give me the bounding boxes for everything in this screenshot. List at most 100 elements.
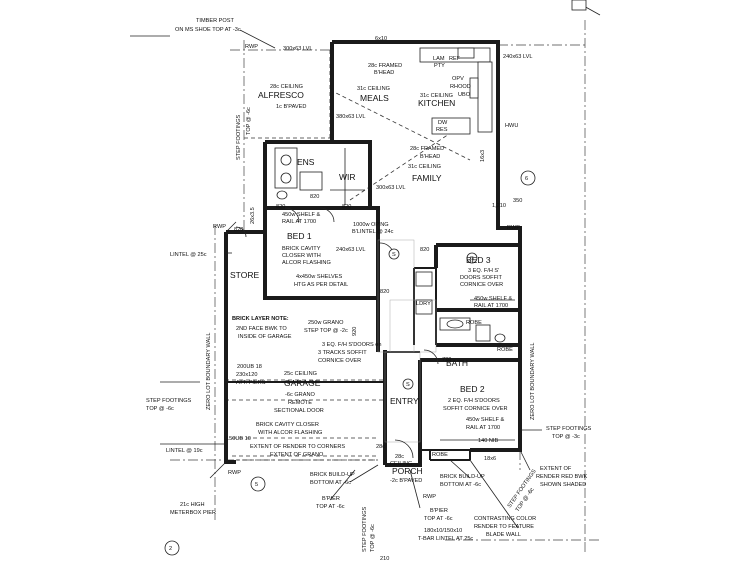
label-dw: DW xyxy=(438,120,448,126)
room-kitchen: KITCHEN xyxy=(418,98,455,108)
label-lvl-top: 300x63 LVL xyxy=(283,46,312,52)
room-alfresco: ALFRESCO xyxy=(258,90,304,100)
section-marker-5-label: 5 xyxy=(255,482,258,488)
marker-s-2 xyxy=(466,252,478,264)
dim-820-wir: 820 xyxy=(342,204,351,210)
label-ub: 200UB 18 xyxy=(237,364,262,370)
label-sectional: SECTIONAL DOOR xyxy=(274,408,324,414)
label-tbar: T-BAR LINTEL AT 25c xyxy=(418,536,473,542)
dim-210: 210 xyxy=(380,556,389,562)
label-bottom-6c-r: BOTTOM AT -6c xyxy=(440,482,481,488)
brick-layer-note-1: 2ND FACE BWK TO xyxy=(236,326,287,332)
markers: S S S 6 5 2 xyxy=(164,0,587,556)
label-att-piers: ATT. PIERS xyxy=(236,380,266,386)
dim-820-ens: 820 xyxy=(310,194,319,200)
label-rhood: RHOOD xyxy=(450,84,471,90)
label-ceiling-31c: 31c CEILING xyxy=(408,164,441,170)
label-bhead-lintel: B'LINTEL @ 24c xyxy=(352,229,394,235)
room-entry: ENTRY xyxy=(390,396,419,406)
room-ens: ENS xyxy=(297,157,315,167)
label-rwp-1: RWP xyxy=(245,44,258,50)
marker-s-label: S xyxy=(392,252,396,258)
label-ref: REF xyxy=(449,56,461,62)
room-meals: MEALS xyxy=(360,93,389,103)
dim-720: 720 xyxy=(442,357,451,363)
label-shelves: 4x450w SHELVES xyxy=(296,274,342,280)
label-top-6c-top: TOP @ -6c xyxy=(246,107,252,135)
label-alcor-1: ALCOR FLASHING xyxy=(282,260,331,266)
label-pty: PTY xyxy=(434,63,445,69)
dim-1210: 1,210 xyxy=(492,203,506,209)
label-step-footings-r: STEP FOOTINGS xyxy=(546,426,592,432)
label-step-footings-l: STEP FOOTINGS xyxy=(146,398,192,404)
label-top-6c-b: TOP @ -6c xyxy=(370,524,376,552)
label-htg: HTG AS PER DETAIL xyxy=(294,282,348,288)
label-paved: 1c B'PAVED xyxy=(276,104,306,110)
label-lam: LAM xyxy=(433,56,445,62)
label-zero-lot-left: ZERO LOT BOUNDARY WALL xyxy=(206,332,212,410)
section-marker-top xyxy=(571,0,587,11)
label-brick-buildup-l: BRICK BUILD-UP xyxy=(310,472,355,478)
label-rwp-2: RWP xyxy=(507,225,520,231)
dim-18: 18x6 xyxy=(484,456,496,462)
label-bottom-6c-l: BOTTOM AT -6c xyxy=(310,480,351,486)
label-extent-1: EXTENT OF RENDER TO CORNERS xyxy=(250,444,345,450)
room-bed3: BED 3 xyxy=(466,255,491,265)
leader-lines xyxy=(160,29,542,529)
label-brick-buildup-r: BRICK BUILD-UP xyxy=(440,474,485,480)
label-paved-p: -2c B'PAVED xyxy=(390,478,422,484)
label-shelf-3: 450w SHELF & xyxy=(474,296,513,302)
label-bhead-1: B'HEAD xyxy=(374,70,394,76)
label-rail-3: RAIL AT 1700 xyxy=(474,303,508,309)
room-family: FAMILY xyxy=(412,173,442,183)
room-bath: BATH xyxy=(446,358,468,368)
label-shelf-1: 450w SHELF & xyxy=(282,212,321,218)
label-closer-1: CLOSER WITH xyxy=(282,253,321,259)
label-blade: BLADE WALL xyxy=(486,532,521,538)
label-ub-10: 150UB 10 xyxy=(226,436,251,442)
dim-820-hall: 820 xyxy=(380,289,389,295)
label-top-dim: 6x10 xyxy=(375,36,387,42)
label-top-3c-r: TOP @ -3c xyxy=(552,434,580,440)
label-bpier-r: B'PIER xyxy=(430,508,448,514)
label-lintel-tbar: 180x10/150x10 xyxy=(424,528,462,534)
label-meterbox: METERBOX PIER xyxy=(170,510,216,516)
label-framed-1: 28c FRAMED xyxy=(368,63,402,69)
label-grano-2: -6c GRANO xyxy=(285,392,315,398)
label-cornice-over: CORNICE OVER xyxy=(460,282,503,288)
label-brick-cavity-2: BRICK CAVITY CLOSER xyxy=(256,422,319,428)
label-ceiling-25: 25c CEILING xyxy=(284,371,317,377)
label-ceiling-28p: 28c xyxy=(395,454,404,460)
label-high-meter: 21c HIGH xyxy=(180,502,205,508)
label-grano: 250w GRANO xyxy=(308,320,344,326)
section-marker-6 xyxy=(520,170,536,186)
marker-s-3 xyxy=(402,378,414,390)
room-ldry: LDRY xyxy=(416,301,431,307)
label-alcor-2: WITH ALCOR FLASHING xyxy=(258,430,322,436)
label-framed-2: 28c FRAMED xyxy=(410,146,444,152)
label-rail-1: RAIL AT 1700 xyxy=(282,219,316,225)
label-contrast: CONTRASTING COLOR xyxy=(474,516,536,522)
label-step-top: STEP TOP @ -2c xyxy=(304,328,348,334)
label-timber-post: TIMBER POST xyxy=(196,18,234,24)
label-ubo: UBO xyxy=(458,92,471,98)
label-doors-soffit: DOORS SOFFIT xyxy=(460,275,503,281)
label-rwp-3: RWP xyxy=(213,224,226,230)
dim-262: 26x3.5 xyxy=(250,207,256,224)
label-tracks: 3 TRACKS SOFFIT xyxy=(318,350,367,356)
dim-350: 350 xyxy=(513,198,522,204)
label-step-footings-b: STEP FOOTINGS xyxy=(362,506,368,552)
dim-820-bed1: 820 xyxy=(276,204,285,210)
room-garage: GARAGE xyxy=(284,378,321,388)
label-lvl-bed1: 240x63 LVL xyxy=(336,247,365,253)
label-step-footings-top: STEP FOOTINGS xyxy=(236,114,242,160)
label-ceiling-28: 28c CEILING xyxy=(270,84,303,90)
label-nib: 140 NIB xyxy=(478,438,498,444)
room-store: STORE xyxy=(230,270,259,280)
marker-s-label-2: S xyxy=(470,256,474,262)
label-robe-2: ROBE xyxy=(432,452,448,458)
label-lvl-meals: 380x63 LVL xyxy=(336,114,365,120)
section-marker-5 xyxy=(250,476,266,492)
brick-layer-note-2: INSIDE OF GARAGE xyxy=(238,334,292,340)
